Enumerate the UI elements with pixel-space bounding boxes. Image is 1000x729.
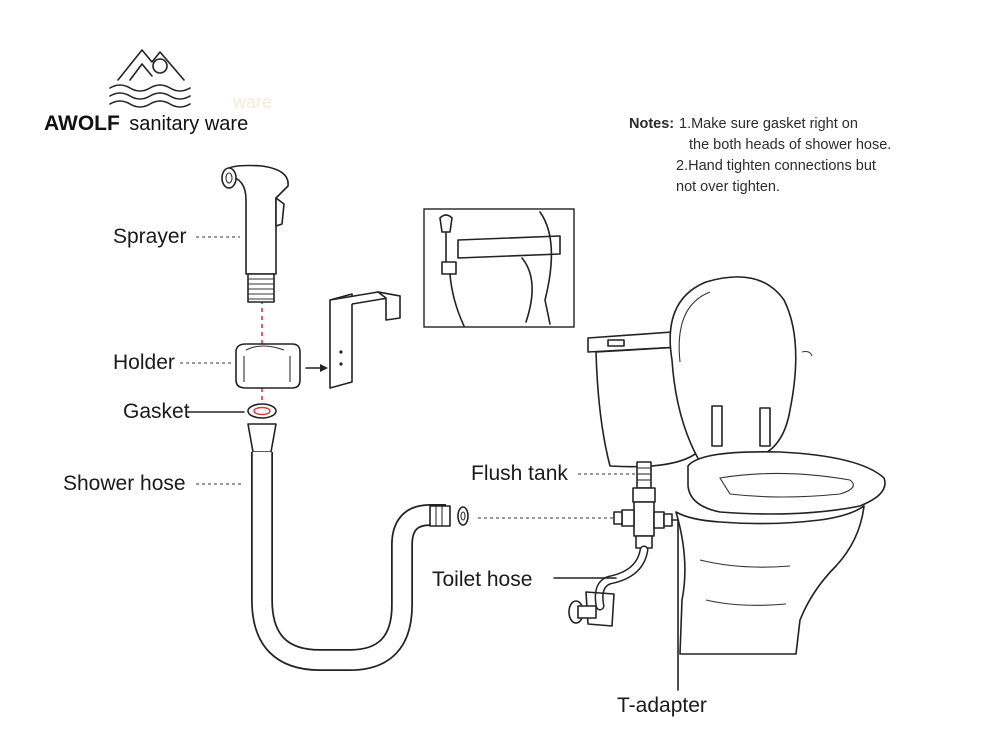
- toilet-illustration: [587, 276, 886, 655]
- label-t-adapter: T-adapter: [617, 694, 707, 717]
- brand-tagline: sanitary ware: [129, 113, 248, 135]
- wall-bracket-illustration: [329, 291, 401, 389]
- label-sprayer: Sprayer: [113, 225, 187, 248]
- installed-detail-inset: [423, 208, 575, 328]
- brand-name: AWOLF: [44, 112, 120, 135]
- arrow-right-icon: [305, 364, 328, 372]
- holder-illustration: [235, 343, 301, 389]
- notes-line-1: 1.Make sure gasket right on: [679, 116, 858, 132]
- notes-line-4: not over tighten.: [676, 179, 780, 195]
- sprayer-illustration: [221, 164, 289, 303]
- notes-block: Notes: 1.Make sure gasket right on the b…: [629, 116, 891, 195]
- brand-logo: ware AWOLF sanitary ware: [44, 49, 272, 135]
- leader-t-adapter: [671, 519, 679, 691]
- t-adapter-illustration: [613, 461, 673, 549]
- notes-line-2: the both heads of shower hose.: [689, 137, 891, 153]
- notes-heading: Notes:: [629, 116, 674, 132]
- label-flush-tank: Flush tank: [471, 462, 568, 485]
- shower-hose-illustration: [247, 423, 469, 671]
- notes-line-3: 2.Hand tighten connections but: [676, 158, 876, 174]
- toilet-hose-illustration: [568, 545, 649, 627]
- brand-wordmark: AWOLF sanitary ware: [44, 112, 248, 135]
- brand-ghost-text: ware: [232, 92, 272, 112]
- gasket-illustration: [247, 403, 277, 419]
- label-holder: Holder: [113, 351, 175, 374]
- label-gasket: Gasket: [123, 400, 190, 423]
- label-shower-hose: Shower hose: [63, 472, 186, 495]
- mountain-wave-logo-icon: [109, 49, 191, 108]
- label-toilet-hose: Toilet hose: [432, 568, 532, 591]
